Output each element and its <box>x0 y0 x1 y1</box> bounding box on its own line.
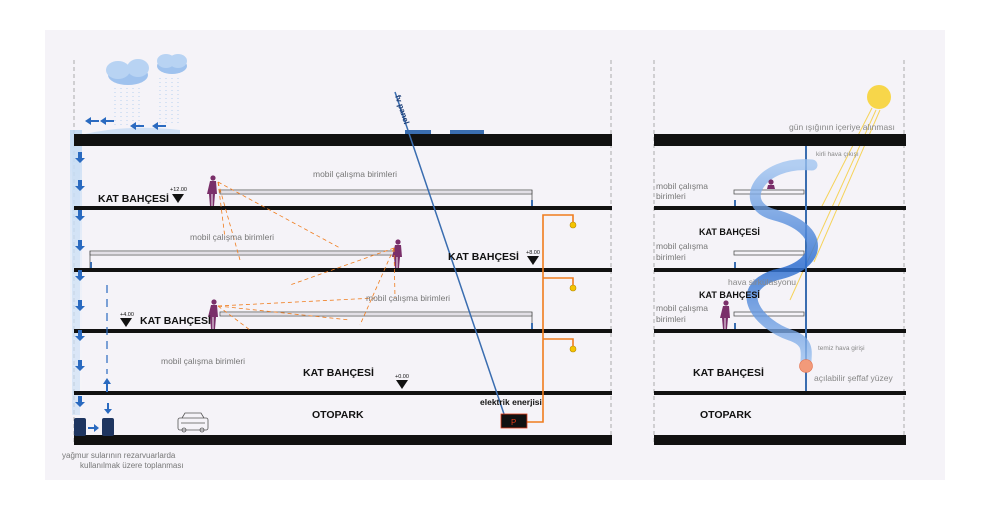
downpipe-arrows <box>75 152 85 407</box>
garden-label-4: KAT BAHÇESİ <box>140 314 211 327</box>
car-icon <box>177 412 209 433</box>
level-triangle-0 <box>396 380 408 389</box>
openable-surface-icon <box>799 359 813 373</box>
lamp-icons <box>569 221 577 353</box>
lamp-icon <box>569 221 577 229</box>
solar-panel-2 <box>450 130 484 134</box>
up-arrow <box>104 403 112 414</box>
work-units-label-4: mobil çalışma birimleri <box>161 356 245 366</box>
sight-lines <box>217 181 396 331</box>
roof-slab <box>74 134 612 146</box>
level-label-8: +8.00 <box>526 250 540 256</box>
reservoir-tank <box>102 418 114 436</box>
pv-cable <box>394 91 506 418</box>
level-triangle-8 <box>527 256 539 265</box>
person-icon-1 <box>207 175 217 206</box>
fresh-air-label: temiz hava girişi <box>818 345 865 352</box>
side-platforms <box>733 189 805 317</box>
garden-label-0: KAT BAHÇESİ <box>303 366 374 379</box>
sunlight-label: gün ışığının içeriye alınması <box>789 122 895 132</box>
solar-panel-1 <box>405 130 431 134</box>
slab-level-12 <box>74 206 612 210</box>
side-slab-0 <box>654 391 906 395</box>
garden-label-8: KAT BAHÇESİ <box>448 250 519 263</box>
dirty-air-label: kirli hava çıkışı <box>816 151 859 158</box>
cloud-icon <box>106 54 187 85</box>
work-units-label-2: mobil çalışma birimleri <box>190 232 274 242</box>
roof-drain-arrows <box>85 117 166 130</box>
side-work-units-2b: birimleri <box>656 252 686 262</box>
parking-label: OTOPARK <box>312 409 364 421</box>
battery-unit <box>500 413 528 429</box>
sun-icon <box>867 85 891 109</box>
side-roof-slab <box>654 134 906 146</box>
roof-water <box>85 127 180 134</box>
electric-energy-label: elektrik enerjisi <box>480 397 542 407</box>
garden-label-12: KAT BAHÇESİ <box>98 192 169 205</box>
work-units-label-1: mobil çalışma birimleri <box>313 169 397 179</box>
slab-level-8 <box>74 268 612 272</box>
transfer-arrow <box>88 424 99 432</box>
lamp-icon <box>569 284 577 292</box>
person-icon-side-2 <box>720 300 730 329</box>
slab-level-0 <box>74 391 612 395</box>
level-markers <box>120 194 539 389</box>
air-circulation-flow <box>746 159 818 372</box>
level-label-4: +4.00 <box>120 312 134 318</box>
rain-drops-icon <box>114 78 179 128</box>
side-garden-label-2: KAT BAHÇESİ <box>699 290 760 300</box>
platform-fills <box>91 191 531 315</box>
rain-caption-line1: yağmur sularının rezarvuarlarda <box>62 451 176 460</box>
side-slab-12 <box>654 206 906 210</box>
side-work-units-1a: mobil çalışma <box>656 181 708 191</box>
slab-level-4 <box>74 329 612 333</box>
reservoir-tank <box>74 418 86 436</box>
ground-slab <box>74 435 612 445</box>
side-work-units-3b: birimleri <box>656 314 686 324</box>
side-section: gün ışığının içeriye alınması kirli hava… <box>653 60 906 445</box>
work-units-label-3: mobil çalışma birimleri <box>366 293 450 303</box>
rain-water-flow-inner <box>72 135 80 415</box>
person-icon-side-1 <box>767 179 775 189</box>
lamp-icon <box>569 345 577 353</box>
pipe-arrow-icon <box>103 378 111 392</box>
person-icon-3 <box>208 299 218 329</box>
side-work-units-1b: birimleri <box>656 191 686 201</box>
battery-letter: P <box>511 418 516 427</box>
side-garden-label-1: KAT BAHÇESİ <box>699 227 760 237</box>
level-triangle-4 <box>120 318 132 327</box>
level-triangle-12 <box>172 194 184 203</box>
main-section: P <box>62 54 612 470</box>
water-reservoir-icons <box>74 403 114 436</box>
side-work-units-2a: mobil çalışma <box>656 241 708 251</box>
air-circulation-label: hava sirkülasyonu <box>728 277 796 287</box>
side-ground-slab <box>654 435 906 445</box>
level-label-0: +0.00 <box>395 374 409 380</box>
level-label-12: +12.00 <box>170 187 187 193</box>
side-parking-label: OTOPARK <box>700 409 752 421</box>
side-garden-label-3: KAT BAHÇESİ <box>693 366 764 379</box>
side-work-units-3a: mobil çalışma <box>656 303 708 313</box>
openable-surface-label: açılabilir şeffaf yüzey <box>814 373 893 383</box>
rain-caption-line2: kullanılmak üzere toplanması <box>80 461 184 470</box>
electric-distribution <box>527 214 574 423</box>
platform-posts <box>90 200 533 329</box>
